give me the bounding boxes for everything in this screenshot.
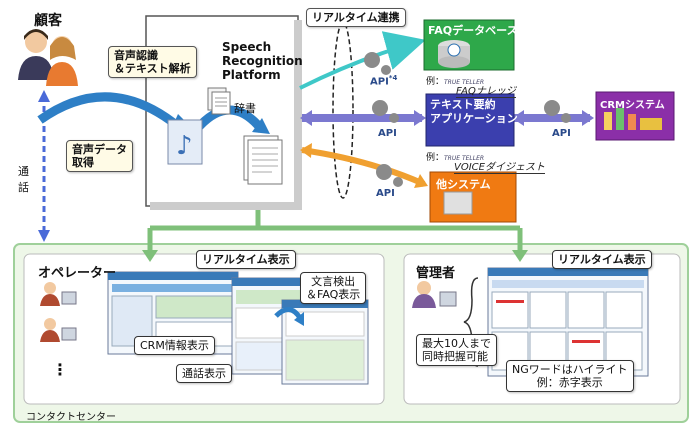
faq-product-name: FAQナレッジ: [456, 82, 516, 98]
crm-title: CRMシステム: [600, 100, 665, 111]
faq-db-title: FAQデータベース: [428, 24, 518, 37]
audio-arrow: [37, 92, 183, 132]
svg-text:♪: ♪: [176, 131, 193, 161]
operator-screenshot: [107, 271, 369, 385]
audio-file-icon: [167, 119, 203, 165]
platform-title-line2: Recognition: [222, 54, 303, 68]
text-summary-example: 例：TRUE TELLER: [426, 153, 485, 163]
monitor-capacity-callout: 最大10人まで 同時把握可能: [416, 334, 497, 366]
gear-icon: [364, 52, 571, 187]
crm-info-callout: CRM情報表示: [134, 336, 215, 355]
operator-label: オペレーター: [38, 266, 117, 281]
keyword-faq-callout: 文言検出 ＆FAQ表示: [300, 272, 367, 304]
call-display-callout: 通話表示: [176, 364, 232, 383]
api-label-faq: API*4: [370, 74, 398, 88]
green-connector: [147, 200, 523, 256]
customer-avatar: [18, 29, 78, 86]
operator-figure: [40, 282, 77, 342]
realtime-link-callout: リアルタイム連携: [306, 8, 406, 27]
faq-arrow: [299, 31, 426, 90]
dictionary-label: 辞書: [234, 102, 256, 115]
text-summary-title: テキスト要約 アプリケーション: [430, 98, 518, 125]
platform-title-line3: Platform: [222, 68, 281, 82]
manager-label: 管理者: [416, 266, 456, 281]
manager-figure: [412, 281, 457, 308]
realtime-link-ellipse: [332, 21, 354, 199]
other-system-title: 他システム: [436, 178, 491, 191]
api-label-text: API: [378, 128, 397, 139]
api-label-other: API: [376, 188, 395, 199]
platform-title-line1: Speech: [222, 40, 272, 54]
ng-word-callout: NGワードはハイライト 例：赤字表示: [506, 360, 634, 392]
text-summary-product-name: VOICEダイジェスト: [454, 158, 545, 174]
other-arrow: [301, 147, 426, 187]
faq-example: 例：TRUE TELLER: [426, 77, 485, 87]
manager-realtime-callout: リアルタイム表示: [552, 250, 652, 269]
api-label-crm: API: [552, 128, 571, 139]
customer-label: 顧客: [34, 13, 62, 29]
call-label: 通 話: [18, 165, 29, 194]
audio-data-callout: 音声データ 取得: [66, 140, 133, 172]
operator-ellipsis: ⋮: [52, 360, 68, 379]
contact-center-label: コンタクトセンター: [26, 412, 116, 423]
asr-callout: 音声認識 ＆テキスト解析: [108, 46, 197, 78]
operator-realtime-callout: リアルタイム表示: [196, 250, 296, 269]
text-summary-box: [425, 93, 515, 147]
